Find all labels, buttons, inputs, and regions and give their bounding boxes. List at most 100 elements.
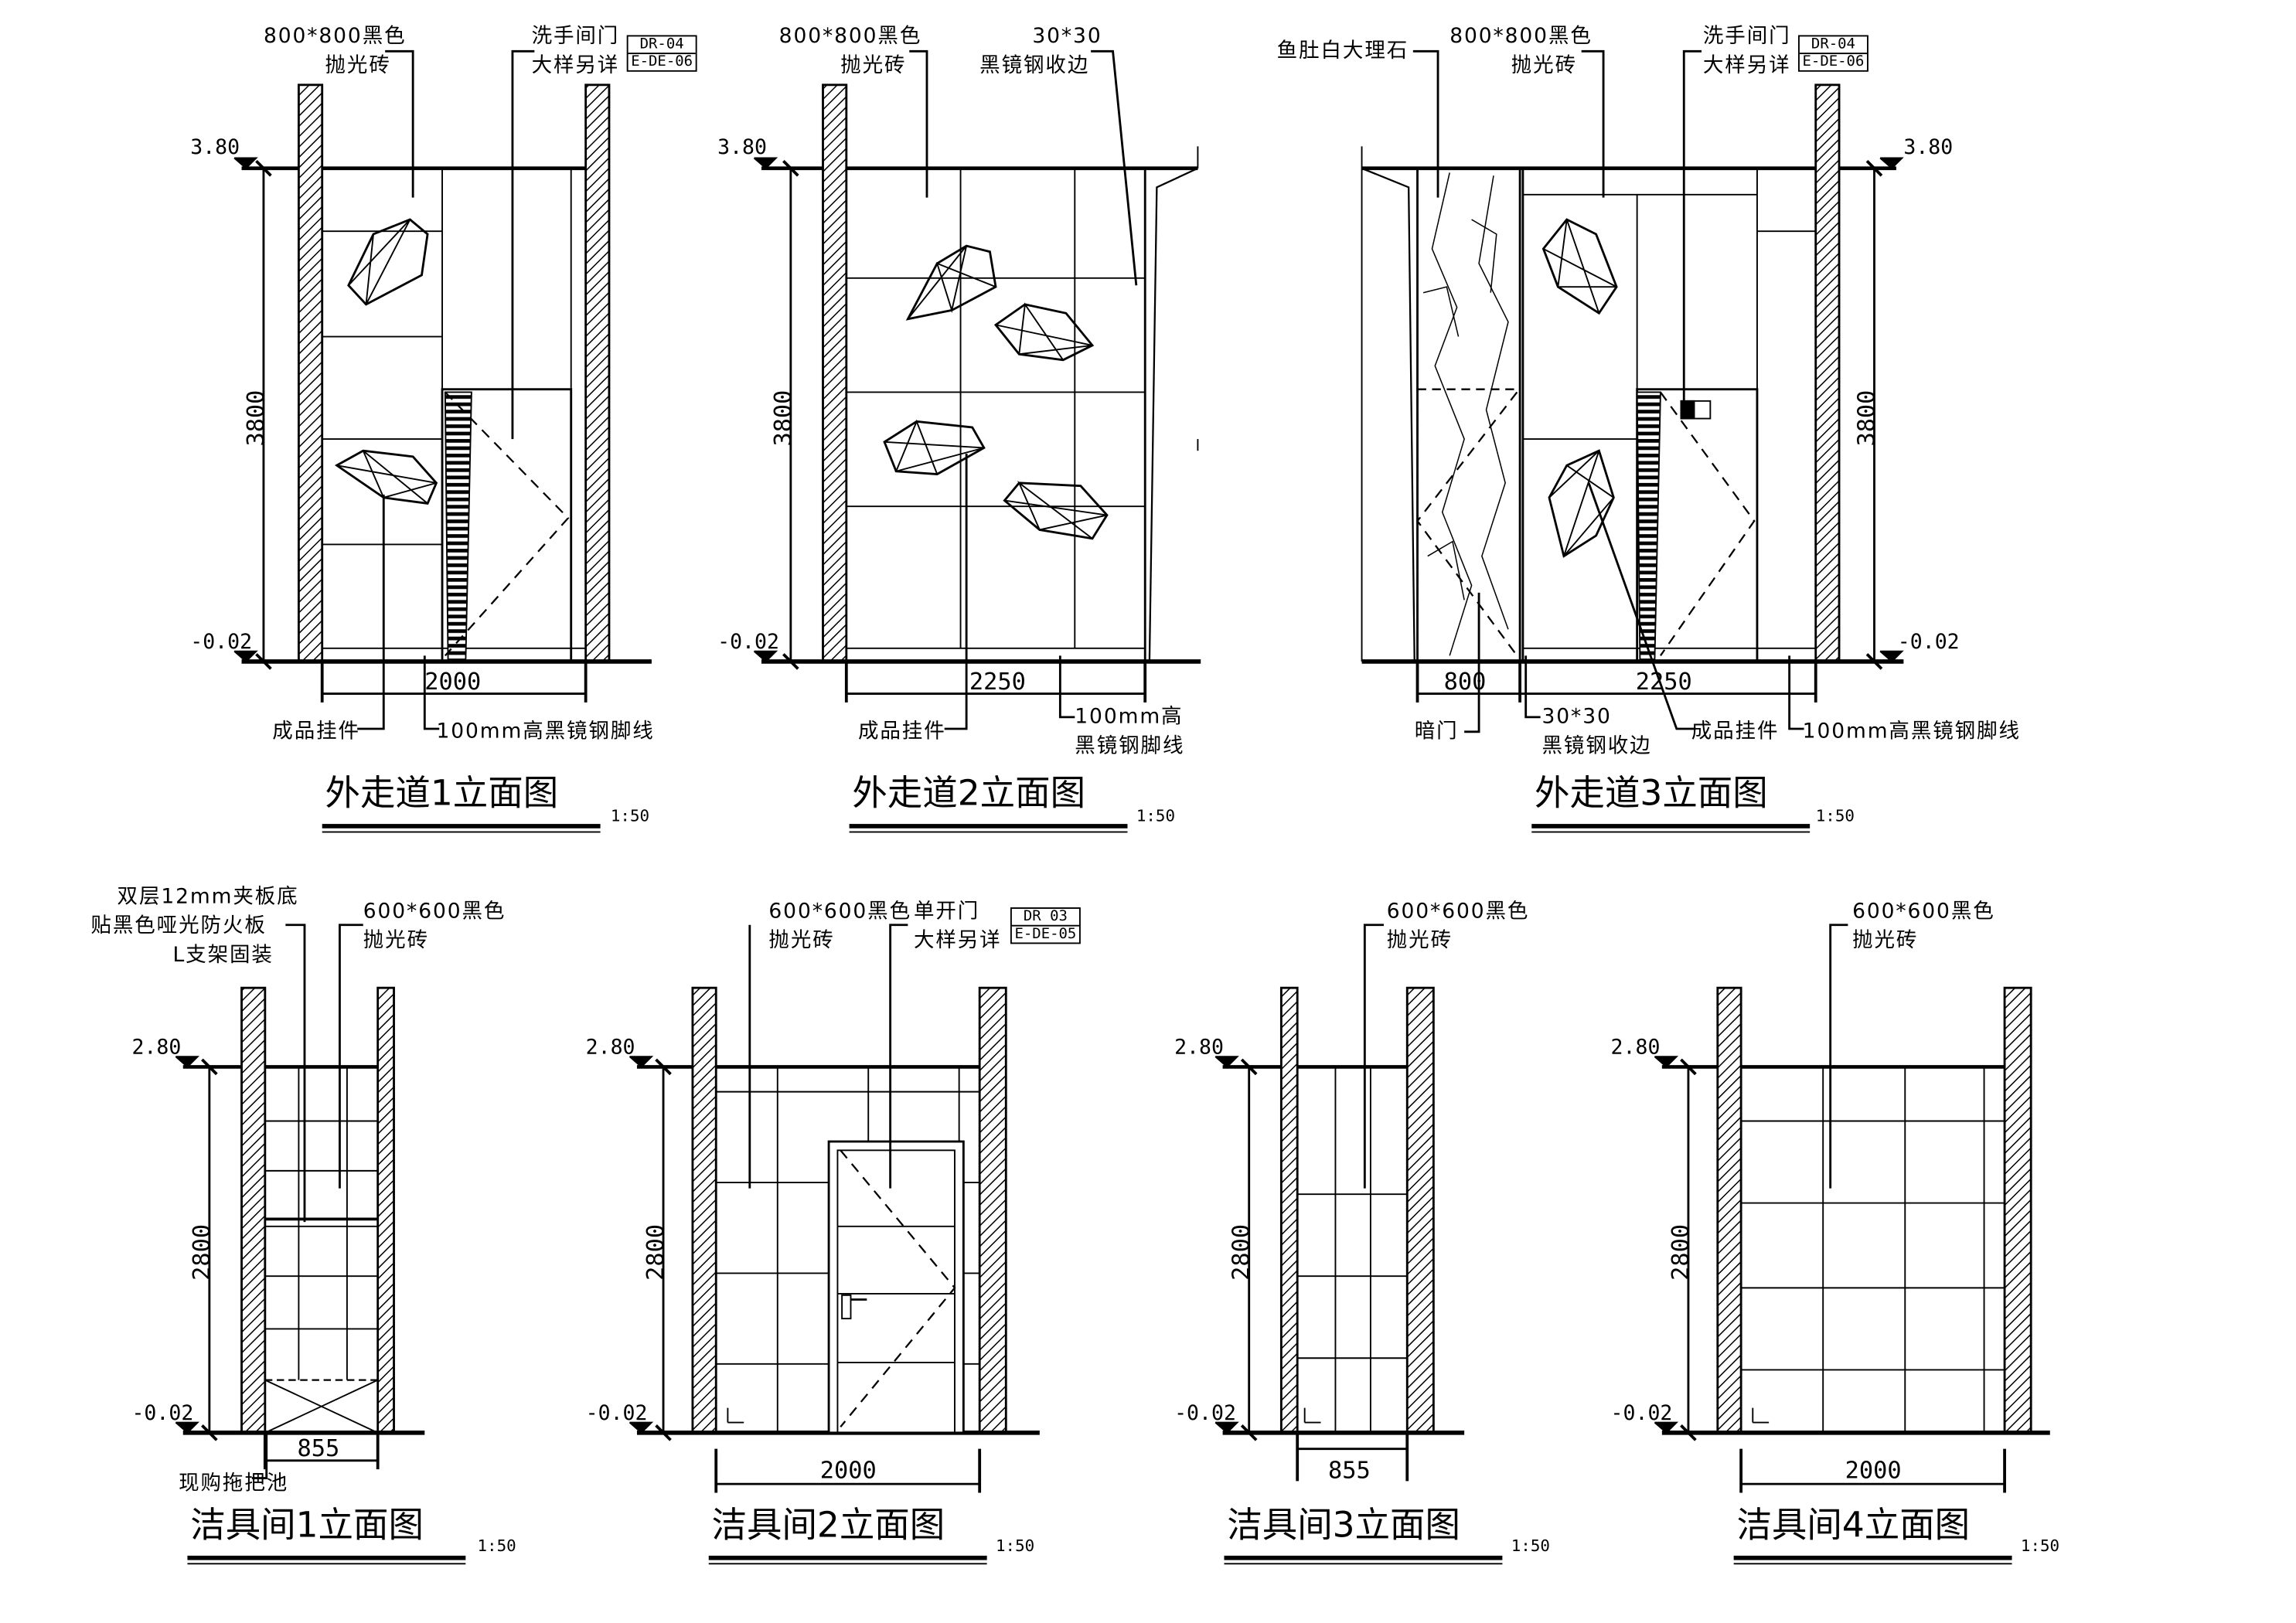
janitor1-mop-sink xyxy=(264,1379,379,1434)
corridor3-edge-label-2: 黑镜钢收边 xyxy=(1541,734,1652,758)
corridor2-level-top: 3.80 xyxy=(717,136,767,160)
corridor1-tile-label-1: 800*800黑色 xyxy=(263,25,407,49)
janitor1-sink-label: 现购拖把池 xyxy=(179,1472,289,1496)
janitor2-tile-label-2: 抛光砖 xyxy=(768,929,835,953)
corridor2-elevation xyxy=(753,49,1201,730)
janitor4-height-dim: 2800 xyxy=(1666,1223,1695,1281)
janitor2-door-handle xyxy=(841,1294,852,1320)
corridor2-skirting-label-2: 黑镜钢脚线 xyxy=(1075,734,1185,758)
corridor3-edge-label-1: 30*30 xyxy=(1541,705,1612,730)
janitor3-level-top: 2.80 xyxy=(1174,1036,1224,1060)
corridor3-title: 外走道3立面图 xyxy=(1535,772,1768,814)
corridor1-title: 外走道1立面图 xyxy=(325,772,559,814)
janitor1-height-dim: 2800 xyxy=(187,1223,216,1281)
janitor1-elevation xyxy=(175,924,425,1479)
corridor2-tile-label-2: 抛光砖 xyxy=(840,54,907,78)
corridor1-ornament-2 xyxy=(334,449,438,505)
corridor1-door-ref-1: 洗手间门 xyxy=(531,25,620,49)
janitor1-level-top: 2.80 xyxy=(131,1036,182,1060)
janitor4-tile-label-2: 抛光砖 xyxy=(1852,929,1919,953)
corridor2-height-dim: 3800 xyxy=(768,390,797,447)
corridor3-marble-panel xyxy=(1416,167,1521,663)
corridor1-left-wall xyxy=(297,83,324,663)
janitor1-level-floor: -0.02 xyxy=(131,1402,194,1426)
corridor3-elevation xyxy=(1361,49,1904,733)
janitor3-title: 洁具间3立面图 xyxy=(1227,1504,1460,1546)
corridor1-ornament-label: 成品挂件 xyxy=(272,720,360,743)
janitor4-tile-label-1: 600*600黑色 xyxy=(1852,900,1995,924)
janitor1-title: 洁具间1立面图 xyxy=(190,1504,424,1546)
janitor2-width-dim: 2000 xyxy=(819,1456,877,1485)
corridor3-title-underline xyxy=(1531,824,1811,833)
janitor2-height-dim: 2800 xyxy=(641,1223,669,1281)
corridor3-skirting-label: 100mm高黑镜钢脚线 xyxy=(1802,720,2021,743)
corridor1-width-dim: 2000 xyxy=(424,667,482,696)
janitor2-title: 洁具间2立面图 xyxy=(711,1504,945,1546)
corridor3-door-ref-2: 大样另详 xyxy=(1702,54,1791,78)
janitor2-door-ref-2: 大样另详 xyxy=(913,929,1002,953)
janitor3-elevation xyxy=(1214,924,1465,1482)
corridor2-ornament-label: 成品挂件 xyxy=(857,720,946,743)
corridor3-level-floor: -0.02 xyxy=(1897,631,1960,655)
corridor2-width-dim: 2250 xyxy=(969,667,1026,696)
corridor2-edge-label-1: 30*30 xyxy=(1032,25,1102,49)
corridor3-right-wall xyxy=(1814,83,1841,663)
corridor3-ornament-label: 成品挂件 xyxy=(1691,720,1780,743)
corridor1-right-wall xyxy=(584,83,611,663)
corridor3-tile-label-2: 抛光砖 xyxy=(1511,54,1577,78)
janitor4-scale: 1:50 xyxy=(2020,1536,2060,1556)
janitor4-level-top: 2.80 xyxy=(1610,1036,1661,1060)
janitor1-tile-label-2: 抛光砖 xyxy=(363,929,429,953)
corridor3-scale: 1:50 xyxy=(1815,806,1855,825)
janitor2-title-underline xyxy=(708,1555,987,1565)
corridor2-tile-label-1: 800*800黑色 xyxy=(778,25,922,49)
janitor3-width-dim: 855 xyxy=(1327,1456,1371,1485)
corridor1-level-top: 3.80 xyxy=(190,136,240,160)
janitor1-scale: 1:50 xyxy=(477,1536,516,1556)
corridor3-level-top: 3.80 xyxy=(1903,136,1954,160)
janitor1-width-dim: 855 xyxy=(297,1434,340,1462)
janitor3-level-floor: -0.02 xyxy=(1174,1402,1236,1426)
corridor3-hidden-door-label: 暗门 xyxy=(1414,720,1459,743)
janitor3-scale: 1:50 xyxy=(1511,1536,1550,1556)
janitor4-title: 洁具间4立面图 xyxy=(1736,1504,1971,1546)
janitor1-panel-label-3: L支架固装 xyxy=(172,944,274,968)
corridor1-scale: 1:50 xyxy=(610,806,650,825)
corridor3-width-dim-1: 800 xyxy=(1443,667,1487,696)
corridor3-tile-label-1: 800*800黑色 xyxy=(1449,25,1593,49)
corridor3-height-dim: 3800 xyxy=(1852,390,1881,447)
janitor2-door-ref-1: 单开门 xyxy=(913,900,980,924)
janitor2-level-top: 2.80 xyxy=(585,1036,635,1060)
janitor3-height-dim: 2800 xyxy=(1227,1223,1255,1281)
corridor2-scale: 1:50 xyxy=(1136,806,1176,825)
corridor2-left-wall xyxy=(822,83,848,663)
janitor4-elevation xyxy=(1654,924,2050,1493)
corridor2-title: 外走道2立面图 xyxy=(852,772,1086,814)
corridor3-width-dim-2: 2250 xyxy=(1635,667,1692,696)
corridor1-door-ref-2: 大样另详 xyxy=(531,54,620,78)
janitor1-tile-label-1: 600*600黑色 xyxy=(363,900,506,924)
corridor2-title-underline xyxy=(849,824,1128,833)
janitor4-level-floor: -0.02 xyxy=(1610,1402,1673,1426)
janitor4-width-dim: 2000 xyxy=(1845,1456,1902,1485)
janitor3-tile-label-1: 600*600黑色 xyxy=(1386,900,1530,924)
janitor4-title-underline xyxy=(1733,1555,2012,1565)
janitor2-elevation xyxy=(629,924,1040,1493)
janitor3-tile-label-2: 抛光砖 xyxy=(1386,929,1453,953)
corridor2-edge-label-2: 黑镜钢收边 xyxy=(979,54,1090,78)
janitor2-level-floor: -0.02 xyxy=(585,1402,648,1426)
janitor1-panel-label-1: 双层12mm夹板底 xyxy=(117,885,299,909)
corridor1-height-dim: 3800 xyxy=(241,390,270,447)
corridor1-level-floor: -0.02 xyxy=(190,631,253,655)
corridor2-skirting-label-1: 100mm高 xyxy=(1075,705,1184,730)
janitor2-door xyxy=(827,1140,965,1434)
corridor1-door xyxy=(441,388,573,663)
janitor2-scale: 1:50 xyxy=(996,1536,1035,1556)
corridor1-skirting-label: 100mm高黑镜钢脚线 xyxy=(436,720,655,743)
corridor3-door-ref-1: 洗手间门 xyxy=(1702,25,1791,49)
